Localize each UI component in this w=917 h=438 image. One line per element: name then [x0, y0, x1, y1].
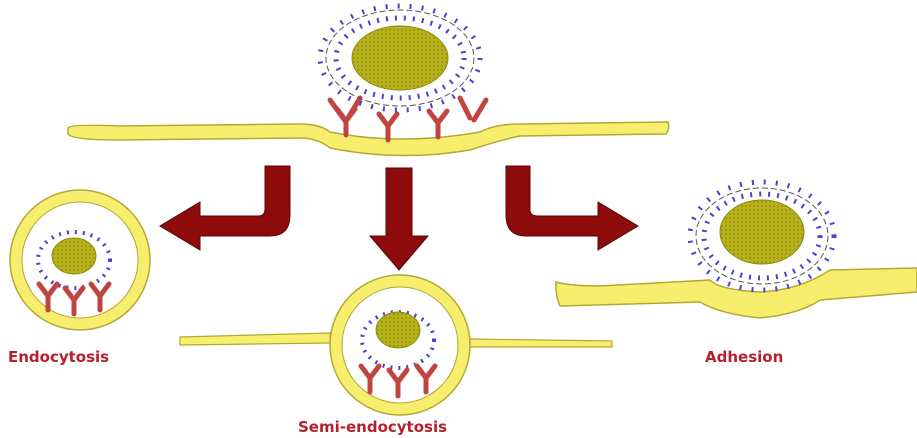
arrow-right	[506, 166, 638, 250]
semi-endocytosis-vesicle	[180, 275, 612, 415]
arrow-left	[160, 166, 290, 250]
adhesion-label: Adhesion	[705, 348, 783, 366]
adhesion-nanoparticle	[690, 182, 834, 290]
endocytosis-label: Endocytosis	[8, 348, 109, 366]
adhesion-membrane	[556, 268, 917, 318]
nanoparticle-core	[352, 26, 448, 90]
top-nanoparticle	[320, 6, 480, 110]
top-cell-membrane	[68, 122, 669, 156]
semi-endocytosis-label: Semi-endocytosis	[298, 418, 447, 436]
top-receptors	[330, 98, 486, 140]
arrow-down	[370, 168, 428, 270]
endocytosis-vesicle	[10, 190, 150, 330]
